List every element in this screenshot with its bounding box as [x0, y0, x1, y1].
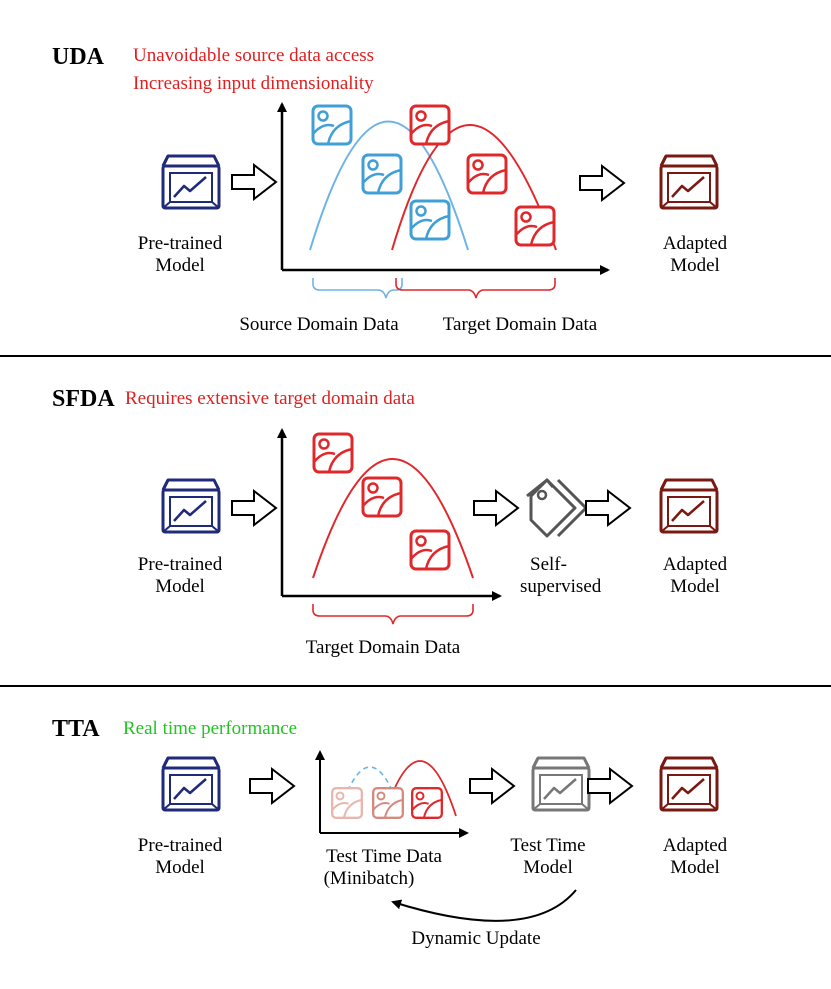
uda-source-image-icon [409, 199, 451, 241]
sfda-pretrained-label-1: Pre-trained [138, 554, 223, 575]
sfda-adapted-label-2: Model [670, 576, 720, 597]
sfda-adapted-model-icon [659, 478, 719, 534]
sfda-target-image-icon [409, 529, 451, 571]
sfda-selfsup-label-1: Self- [530, 554, 567, 575]
tta-pretrained-label-2: Model [155, 857, 205, 878]
sfda-title: SFDA [52, 386, 115, 412]
tta-data-label-1: Test Time Data [326, 846, 442, 867]
sfda-pretrained-model-icon [161, 478, 221, 534]
sfda-arrow-mid-icon [473, 490, 519, 526]
sfda-pretrained-label-2: Model [155, 576, 205, 597]
uda-source-image-icon [311, 104, 353, 146]
uda-arrow-in-icon [231, 164, 277, 200]
sfda-target-image-icon [361, 476, 403, 518]
tta-target-image-icon [411, 787, 443, 819]
sfda-target-curve [312, 458, 474, 579]
uda-pretrained-label-1: Pre-trained [138, 233, 223, 254]
uda-target-curve [391, 124, 557, 251]
uda-adapted-label-2: Model [670, 255, 720, 276]
tta-arrow-in-icon [249, 768, 295, 804]
tta-testmodel-label-1: Test Time [510, 835, 585, 856]
sfda-target-image-icon [312, 432, 354, 474]
tta-note: Real time performance [123, 718, 297, 739]
uda-target-image-icon [409, 104, 451, 146]
tta-pretrained-model-icon [161, 756, 221, 812]
tta-dynamic-update-arrow [391, 889, 577, 922]
tta-arrow-mid-icon [469, 768, 515, 804]
uda-section: UDA Unavoidable source data access Incre… [52, 44, 728, 335]
tta-adapted-label-1: Adapted [663, 835, 728, 856]
uda-target-image-icon [466, 153, 508, 195]
uda-adapted-label-1: Adapted [663, 233, 728, 254]
uda-target-brace [395, 278, 556, 299]
uda-target-label: Target Domain Data [443, 314, 598, 335]
uda-source-curve [309, 120, 469, 251]
uda-note-2: Increasing input dimensionality [133, 73, 374, 94]
tta-faded-image-icon [331, 787, 363, 819]
sfda-adapted-label-1: Adapted [663, 554, 728, 575]
uda-note-1: Unavoidable source data access [133, 45, 374, 66]
tta-adapted-label-2: Model [670, 857, 720, 878]
sfda-section: SFDA Requires extensive target domain da… [52, 386, 728, 658]
sfda-arrow-out-icon [585, 490, 631, 526]
tta-pretrained-label-1: Pre-trained [138, 835, 223, 856]
uda-title: UDA [52, 44, 105, 70]
sfda-selfsup-label-2: supervised [520, 576, 602, 597]
tta-test-time-model-icon [531, 756, 591, 812]
uda-target-image-icon [514, 205, 556, 247]
sfda-target-label: Target Domain Data [306, 637, 461, 658]
tta-section: TTA Real time performance Pre-trained Mo… [52, 716, 728, 949]
sfda-note: Requires extensive target domain data [125, 388, 415, 409]
tta-title: TTA [52, 716, 100, 742]
tta-arrow-out-icon [587, 768, 633, 804]
uda-arrow-out-icon [579, 165, 625, 201]
price-tag-icon [526, 478, 588, 538]
tta-faded-image-icon [372, 787, 404, 819]
uda-adapted-model-icon [659, 154, 719, 210]
tta-update-label: Dynamic Update [411, 928, 540, 949]
sfda-target-brace [312, 604, 474, 625]
uda-source-image-icon [361, 153, 403, 195]
uda-source-label: Source Domain Data [239, 314, 399, 335]
tta-testmodel-label-2: Model [523, 857, 573, 878]
tta-adapted-model-icon [659, 756, 719, 812]
uda-pretrained-label-2: Model [155, 255, 205, 276]
uda-source-brace [312, 278, 403, 299]
sfda-arrow-in-icon [231, 490, 277, 526]
uda-pretrained-model-icon [161, 154, 221, 210]
tta-data-label-2: (Minibatch) [324, 868, 415, 889]
